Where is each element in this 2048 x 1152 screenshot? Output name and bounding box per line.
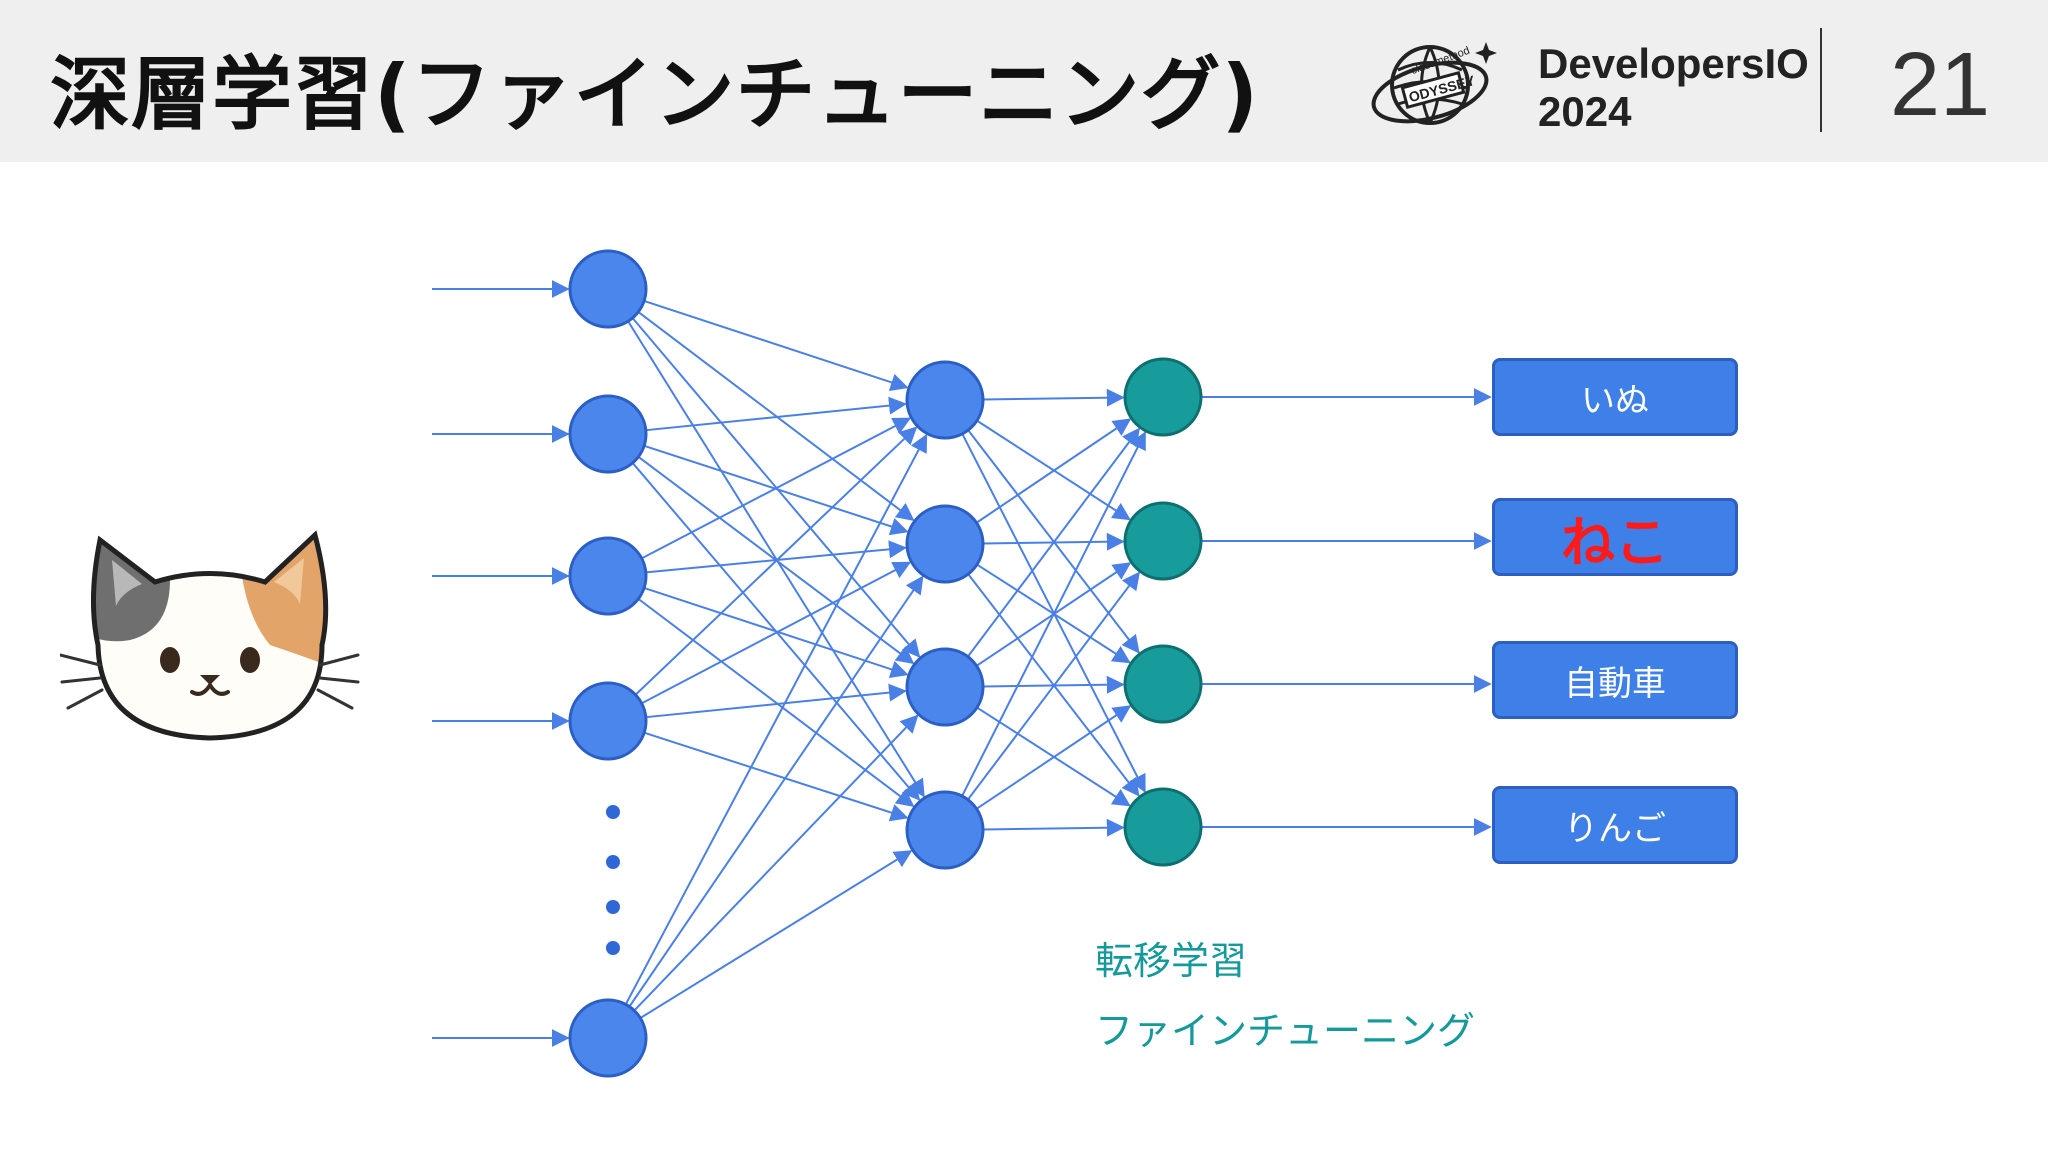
page-number: 21 bbox=[1890, 35, 1991, 135]
input-layer-node bbox=[568, 681, 648, 761]
output-class-neko: ねこ bbox=[1492, 498, 1738, 576]
edge-l1-l2 bbox=[645, 396, 907, 432]
output-class-car: 自動車 bbox=[1492, 641, 1738, 719]
finetune-layer-node bbox=[1123, 787, 1203, 867]
edge-l1-l2 bbox=[633, 714, 919, 1012]
ellipsis-dot bbox=[606, 941, 620, 955]
output-class-label: りんご bbox=[1564, 808, 1666, 849]
slide-header: 深層学習(ファインチューニング) ODYSSEY classmethod Dev… bbox=[0, 0, 2048, 162]
ellipsis-dot bbox=[606, 805, 620, 819]
output-class-label: 自動車 bbox=[1564, 663, 1666, 704]
edge-l2-l3 bbox=[982, 818, 1125, 837]
edge-l2-l3 bbox=[982, 388, 1125, 407]
edge-l1-l2 bbox=[639, 850, 913, 1019]
edge-l1-l2 bbox=[645, 683, 907, 719]
hidden-layer-node bbox=[905, 504, 985, 584]
caption-fine-tuning: ファインチューニング bbox=[1095, 1009, 1476, 1053]
network-edges bbox=[432, 280, 1492, 1047]
calico-cat-illustration bbox=[60, 530, 360, 741]
edge-l1-l2 bbox=[641, 561, 912, 705]
edge-l1-l2 bbox=[637, 598, 915, 808]
brand-line-1: DevelopersIO bbox=[1538, 40, 1809, 87]
finetune-layer-node bbox=[1123, 644, 1203, 724]
edge-l1-l2 bbox=[643, 586, 909, 678]
edge-l2-l3 bbox=[967, 571, 1140, 801]
input-layer-node bbox=[568, 998, 648, 1078]
hidden-layer-node bbox=[905, 790, 985, 870]
odyssey-logo-icon: ODYSSEY classmethod bbox=[1371, 42, 1497, 125]
edge-l1-l2 bbox=[634, 426, 918, 696]
edge-l1-l2 bbox=[624, 433, 928, 1005]
brand-line-2: 2024 bbox=[1538, 88, 1632, 135]
layer-ellipsis-dots bbox=[606, 805, 620, 955]
edge-l2-l3 bbox=[976, 705, 1132, 810]
output-class-label-highlighted: ねこ bbox=[1561, 510, 1669, 574]
ellipsis-dot bbox=[606, 855, 620, 869]
brand-text: DevelopersIO 2024 bbox=[1538, 40, 1809, 136]
edge-l1-l2 bbox=[643, 731, 909, 822]
edge-l1-l2 bbox=[641, 417, 912, 560]
edge-l2-l3 bbox=[967, 427, 1141, 658]
finetune-layer-node bbox=[1123, 357, 1203, 437]
edge-l2-l3 bbox=[975, 418, 1132, 524]
edge-l1-l2 bbox=[643, 299, 909, 391]
caption-transfer-learning: 転移学習 bbox=[1095, 939, 1248, 983]
input-layer-node bbox=[568, 536, 648, 616]
edge-l1-l2 bbox=[637, 311, 915, 521]
edge-l1-l2 bbox=[628, 575, 924, 1008]
output-class-ringo: りんご bbox=[1492, 786, 1738, 864]
hidden-layer-node bbox=[905, 360, 985, 440]
output-class-label: いぬ bbox=[1581, 380, 1649, 421]
input-layer-node bbox=[568, 249, 648, 329]
header-divider bbox=[1820, 28, 1822, 132]
slide-title: 深層学習(ファインチューニング) bbox=[50, 48, 1260, 141]
ellipsis-dot bbox=[606, 900, 620, 914]
edge-l1-l2 bbox=[627, 320, 925, 798]
input-layer-node bbox=[568, 394, 648, 474]
hidden-layer-node bbox=[905, 647, 985, 727]
finetune-layer-node bbox=[1123, 501, 1203, 581]
output-class-inu: いぬ bbox=[1492, 358, 1738, 436]
network-nodes bbox=[568, 249, 1203, 1078]
edge-l2-l3 bbox=[961, 431, 1146, 797]
